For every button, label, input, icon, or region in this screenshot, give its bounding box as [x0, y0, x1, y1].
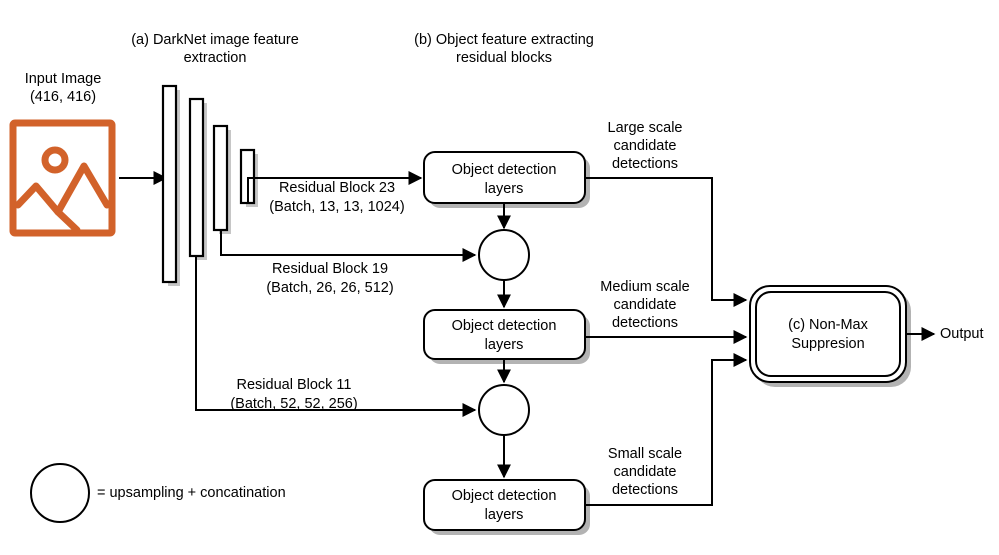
nms-label-line1: (c) Non-Max — [788, 317, 869, 333]
darknet-bar-3 — [212, 124, 229, 232]
section-a-title-line1: (a) DarkNet image feature — [131, 32, 299, 48]
legend-text: = upsampling + concatination — [97, 485, 286, 501]
line-small-scale-to-nms — [585, 353, 748, 506]
detection-box-2-line1: Object detection — [452, 318, 557, 334]
rb23-line2: (Batch, 13, 13, 1024) — [269, 199, 404, 215]
rb19-line2: (Batch, 26, 26, 512) — [266, 280, 393, 296]
object-detection-box-3[interactable]: Object detection layers — [423, 479, 590, 535]
medium-scale-line2: candidate — [614, 297, 677, 313]
section-title-b: (b) Object feature extracting residual b… — [414, 32, 594, 66]
label-residual-block-11: Residual Block 11 (Batch, 52, 52, 256) — [230, 377, 357, 412]
label-small-scale-candidate-detections: Small scale candidate detections — [608, 446, 682, 498]
section-title-a: (a) DarkNet image feature extraction — [131, 32, 299, 66]
label-medium-scale-candidate-detections: Medium scale candidate detections — [600, 279, 689, 331]
rb11-line1: Residual Block 11 — [237, 377, 352, 393]
small-scale-line3: detections — [612, 482, 678, 498]
line-large-scale-to-nms — [585, 177, 748, 307]
object-detection-box-1[interactable]: Object detection layers — [423, 151, 590, 208]
rb23-line1: Residual Block 23 — [279, 180, 395, 196]
label-residual-block-23: Residual Block 23 (Batch, 13, 13, 1024) — [269, 180, 404, 215]
detection-box-1-line2: layers — [485, 181, 524, 197]
section-a-title-line2: extraction — [184, 50, 247, 66]
line-residual-block-11 — [195, 256, 477, 417]
small-scale-line1: Small scale — [608, 446, 682, 462]
object-detection-box-2[interactable]: Object detection layers — [423, 309, 590, 364]
label-residual-block-19: Residual Block 19 (Batch, 26, 26, 512) — [266, 261, 393, 296]
darknet-bar-1 — [161, 84, 178, 284]
line-residual-block-23 — [247, 171, 423, 203]
nms-label-line2: Suppresion — [791, 336, 864, 352]
rb11-line2: (Batch, 52, 52, 256) — [230, 396, 357, 412]
line-residual-block-19 — [220, 230, 477, 262]
label-large-scale-candidate-detections: Large scale candidate detections — [608, 120, 683, 172]
detection-box-2-line2: layers — [485, 337, 524, 353]
concat-circle-1 — [478, 229, 530, 281]
input-image-label-line1: Input Image — [25, 71, 102, 87]
detection-box-1-line1: Object detection — [452, 162, 557, 178]
non-max-suppression-box[interactable]: (c) Non-Max Suppresion — [749, 285, 911, 387]
image-placeholder-icon — [9, 119, 116, 237]
input-image-group: Input Image (416, 416) — [9, 71, 116, 237]
large-scale-line1: Large scale — [608, 120, 683, 136]
large-scale-line2: candidate — [614, 138, 677, 154]
legend: = upsampling + concatination — [30, 463, 286, 523]
small-scale-line2: candidate — [614, 464, 677, 480]
medium-scale-line3: detections — [612, 315, 678, 331]
rb19-line1: Residual Block 19 — [272, 261, 388, 277]
output-label: Output — [940, 326, 984, 342]
medium-scale-line1: Medium scale — [600, 279, 689, 295]
section-b-title-line2: residual blocks — [456, 50, 552, 66]
detection-box-3-line1: Object detection — [452, 488, 557, 504]
detection-box-3-line2: layers — [485, 507, 524, 523]
darknet-bar-2 — [188, 97, 205, 258]
input-image-label-line2: (416, 416) — [30, 89, 96, 105]
concat-circle-2 — [478, 384, 530, 436]
section-b-title-line1: (b) Object feature extracting — [414, 32, 594, 48]
large-scale-line3: detections — [612, 156, 678, 172]
legend-circle-symbol — [30, 463, 90, 523]
